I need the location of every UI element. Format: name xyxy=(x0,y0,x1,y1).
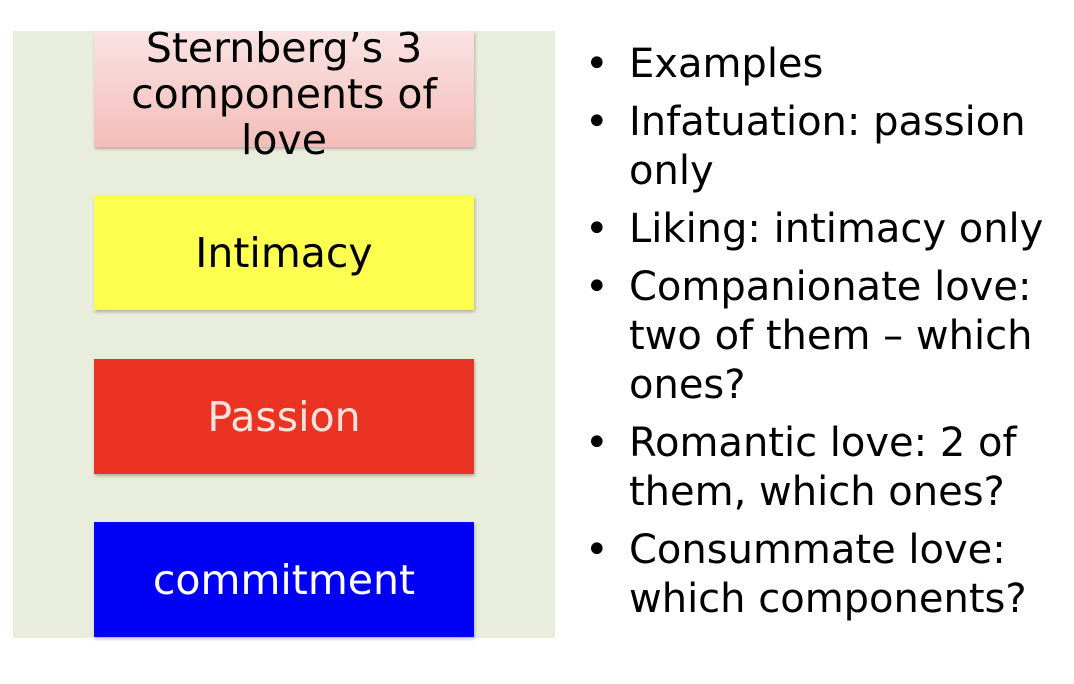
bullet-item: • Examples xyxy=(585,40,1065,89)
bullet-item: • Consummate love: which components? xyxy=(585,526,1065,624)
bullet-icon: • xyxy=(585,420,609,466)
bullet-icon: • xyxy=(585,206,609,252)
bullet-text: Consummate love: which components? xyxy=(629,527,1027,622)
component-intimacy: Intimacy xyxy=(94,196,474,310)
bullet-list: • Examples • Infatuation: passion only • Li… xyxy=(585,40,1065,633)
bullet-text: Romantic love: 2 of them, which ones? xyxy=(629,420,1017,515)
component-passion: Passion xyxy=(94,359,474,474)
bullet-icon: • xyxy=(585,41,609,87)
bullet-text: Liking: intimacy only xyxy=(629,206,1044,252)
diagram-title: Sternberg’s 3 components of love xyxy=(131,24,437,164)
diagram-title-box: Sternberg’s 3 components of love xyxy=(94,25,474,163)
bullet-icon: • xyxy=(585,527,609,573)
bullet-item: • Infatuation: passion only xyxy=(585,98,1065,196)
component-label: Intimacy xyxy=(195,229,373,277)
bullet-text: Infatuation: passion only xyxy=(629,99,1026,194)
bullet-text: Examples xyxy=(629,41,824,87)
component-commitment: commitment xyxy=(94,522,474,637)
bullet-item: • Romantic love: 2 of them, which ones? xyxy=(585,419,1065,517)
component-label: commitment xyxy=(152,555,416,604)
bullet-icon: • xyxy=(585,264,609,310)
component-label: Passion xyxy=(207,392,361,441)
bullet-item: • Liking: intimacy only xyxy=(585,205,1065,254)
bullet-icon: • xyxy=(585,99,609,145)
bullet-item: • Companionate love: two of them – which … xyxy=(585,263,1065,410)
bullet-text: Companionate love: two of them – which o… xyxy=(629,264,1033,408)
